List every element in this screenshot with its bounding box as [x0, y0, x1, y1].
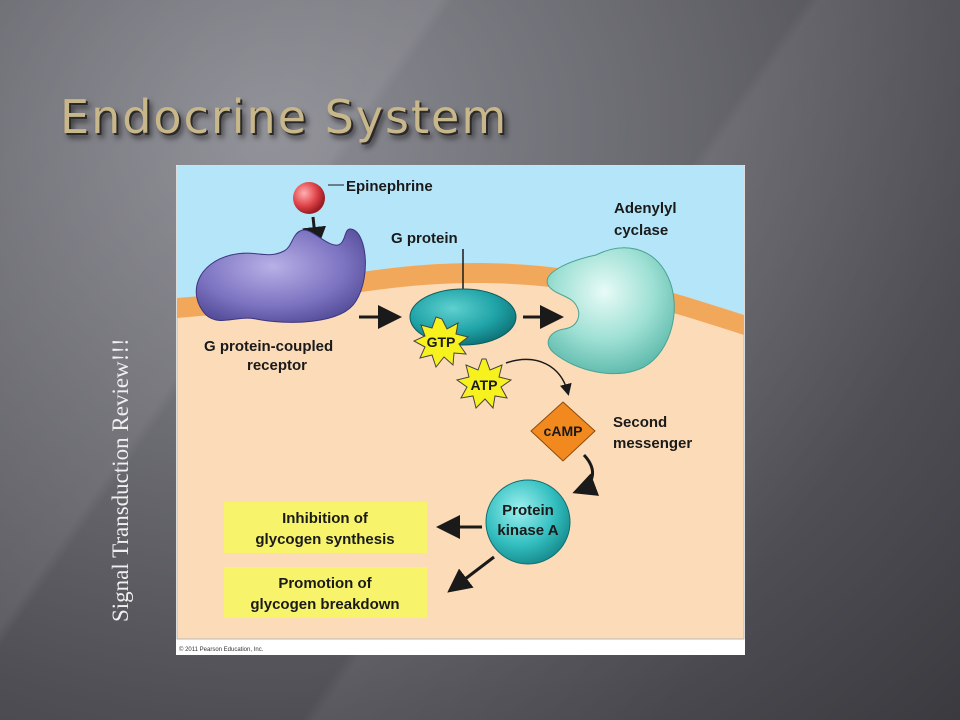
figure-credit: © 2011 Pearson Education, Inc. — [179, 647, 264, 653]
label-epinephrine: Epinephrine — [346, 178, 433, 195]
label-cyclase: cyclase — [614, 222, 668, 239]
label-kinase-a: kinase A — [497, 522, 558, 539]
label-g-protein: G protein — [391, 230, 458, 247]
label-adenylyl: Adenylyl — [614, 200, 677, 217]
label-promotion-line2: glycogen breakdown — [250, 596, 399, 613]
label-inhibition-line2: glycogen synthesis — [255, 531, 394, 548]
label-inhibition-line1: Inhibition of — [282, 510, 369, 527]
protein-kinase-a — [485, 479, 571, 565]
atp-star — [455, 358, 513, 410]
camp-diamond — [530, 401, 596, 462]
side-label: Signal Transduction Review!!! — [108, 338, 133, 622]
adenylyl-cyclase — [546, 247, 675, 375]
epinephrine-ball — [293, 182, 325, 214]
g-protein-coupled-receptor — [195, 228, 366, 323]
label-atp: ATP — [471, 377, 498, 393]
arrow-camp-to-pka — [572, 453, 600, 496]
label-protein: Protein — [502, 502, 554, 519]
gtp-star — [412, 316, 470, 369]
arrow-pka-to-promotion — [447, 555, 495, 593]
arrow-atp-to-camp — [505, 358, 572, 396]
slide-title: Endocrine System — [60, 90, 509, 144]
inhibition-box — [224, 502, 427, 553]
signal-transduction-figure: Epinephrine G protein-coupled receptor G… — [176, 165, 745, 655]
label-second: Second — [613, 414, 667, 431]
promotion-box — [224, 567, 427, 618]
diagram-svg: Epinephrine G protein-coupled receptor G… — [176, 165, 745, 640]
label-gpcr-line1: G protein-coupled — [204, 338, 333, 355]
label-promotion-line1: Promotion of — [278, 575, 372, 592]
label-gtp: GTP — [427, 334, 456, 350]
label-gpcr-line2: receptor — [247, 357, 307, 374]
label-messenger: messenger — [613, 435, 692, 452]
label-camp: cAMP — [544, 423, 583, 439]
